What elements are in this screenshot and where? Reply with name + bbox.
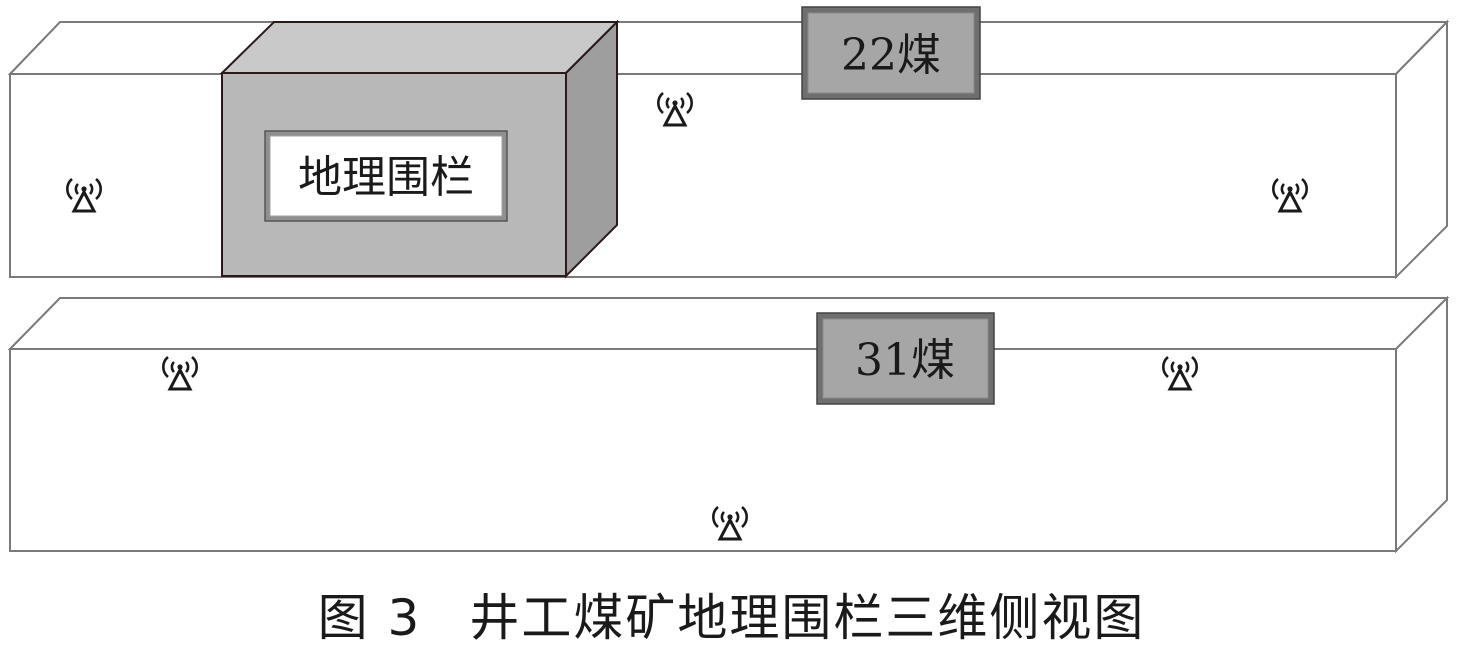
- upper-seam-front-face: [9, 73, 1397, 278]
- lower-seam-prism: [7, 295, 1450, 554]
- geofence-block: 地理围栏: [219, 19, 620, 279]
- figure-title: 井工煤矿地理围栏三维侧视图: [469, 589, 1146, 647]
- seam-22-label: 22煤: [841, 30, 941, 81]
- geofence-block-top-face: [219, 21, 620, 74]
- figure-number: 图 3: [317, 589, 422, 647]
- lower-seam-top-face: [7, 297, 1450, 350]
- seam-31-label-plate: 31煤: [816, 312, 995, 405]
- geofence-label: 地理围栏: [298, 152, 474, 203]
- seam-31-label: 31煤: [855, 335, 955, 386]
- upper-seam-top-face: [7, 21, 1450, 75]
- lower-seam-front-face: [9, 348, 1397, 552]
- figure-caption: 图 3 井工煤矿地理围栏三维侧视图: [0, 578, 1463, 650]
- seam-22-label-plate: 22煤: [801, 6, 981, 100]
